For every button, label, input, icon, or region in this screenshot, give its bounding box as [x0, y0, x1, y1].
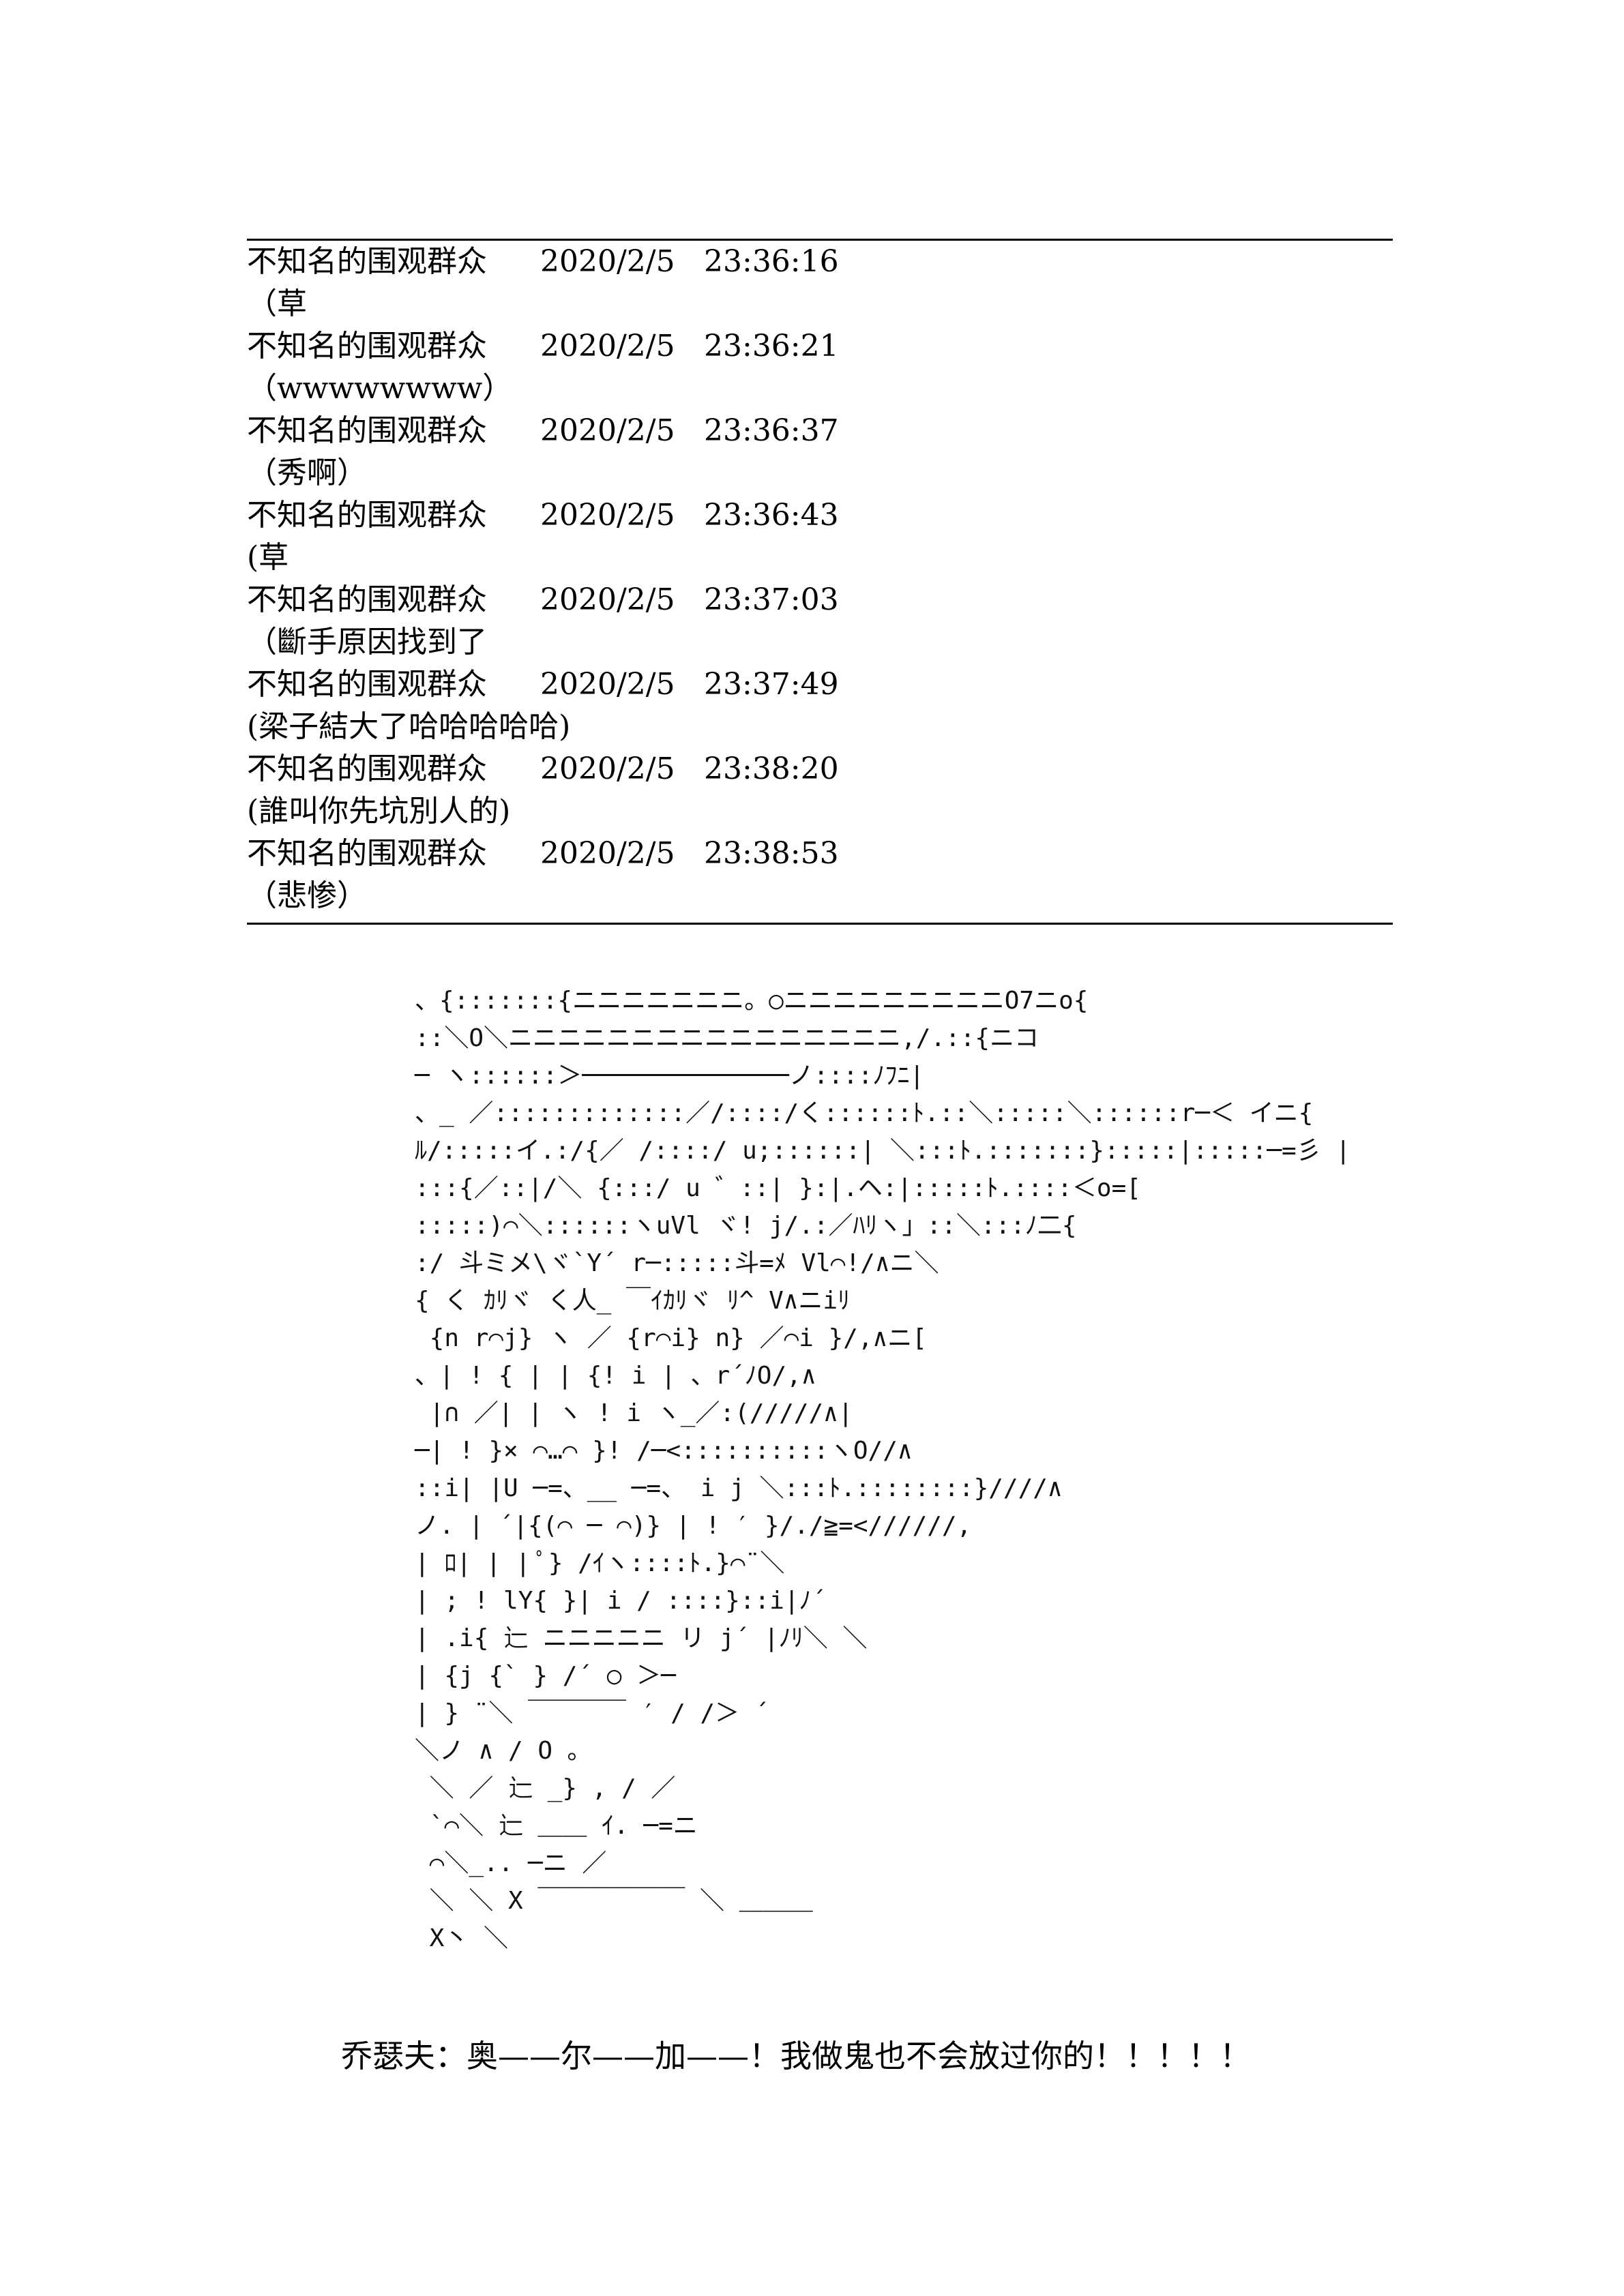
- message-time: 23:36:21: [704, 329, 839, 363]
- caption: 乔瑟夫：奥——尔——加——！我做鬼也不会放过你的！！！！！: [341, 2038, 1251, 2074]
- message-date: 2020/2/5: [540, 329, 675, 363]
- message-text: (誰叫你先坑別人的): [247, 794, 511, 829]
- author-name: 不知名的围观群众: [247, 329, 487, 363]
- author-name: 不知名的围观群众: [247, 836, 487, 871]
- chat-message: 不知名的围观群众 2020/2/5 23:36:21 （wwwwwwww）: [247, 325, 1393, 410]
- message-time: 23:37:03: [704, 582, 839, 617]
- message-text: (草: [247, 540, 289, 575]
- message-text: (梁子結大了哈哈哈哈哈): [247, 709, 571, 744]
- message-header: 不知名的围观群众 2020/2/5 23:38:53: [247, 833, 1393, 875]
- message-time: 23:37:49: [704, 667, 839, 702]
- message-date: 2020/2/5: [540, 498, 675, 533]
- message-date: 2020/2/5: [540, 413, 675, 448]
- author-name: 不知名的围观群众: [247, 413, 487, 448]
- message-text: （草: [247, 286, 307, 321]
- message-header: 不知名的围观群众 2020/2/5 23:36:37: [247, 410, 1393, 452]
- chat-message: 不知名的围观群众 2020/2/5 23:37:03 （斷手原因找到了: [247, 579, 1393, 664]
- message-text: （wwwwwwww）: [247, 371, 513, 406]
- message-header: 不知名的围观群众 2020/2/5 23:36:21: [247, 325, 1393, 368]
- message-text: （斷手原因找到了: [247, 625, 487, 659]
- author-name: 不知名的围观群众: [247, 244, 487, 279]
- message-header: 不知名的围观群众 2020/2/5 23:36:16: [247, 241, 1393, 283]
- chat-message: 不知名的围观群众 2020/2/5 23:36:37 （秀啊）: [247, 410, 1393, 494]
- author-name: 不知名的围观群众: [247, 498, 487, 533]
- author-name: 不知名的围观群众: [247, 667, 487, 702]
- chat-message: 不知名的围观群众 2020/2/5 23:36:16 （草: [247, 241, 1393, 325]
- message-text: （悲惨）: [247, 878, 367, 913]
- author-name: 不知名的围观群众: [247, 751, 487, 786]
- message-time: 23:38:53: [704, 836, 839, 871]
- message-time: 23:36:43: [704, 498, 839, 533]
- message-date: 2020/2/5: [540, 751, 675, 786]
- message-date: 2020/2/5: [540, 836, 675, 871]
- message-header: 不知名的围观群众 2020/2/5 23:37:49: [247, 664, 1393, 706]
- message-date: 2020/2/5: [540, 667, 675, 702]
- message-text: （秀啊）: [247, 456, 367, 490]
- ascii-art-figure: 、{:::::::{ニニニニニニニ。○ニニニニニニニニニO7ニo{ ::＼O＼ニ…: [415, 982, 1351, 2018]
- chat-message: 不知名的围观群众 2020/2/5 23:38:20 (誰叫你先坑別人的): [247, 748, 1393, 833]
- message-date: 2020/2/5: [540, 582, 675, 617]
- message-header: 不知名的围观群众 2020/2/5 23:37:03: [247, 579, 1393, 621]
- message-header: 不知名的围观群众 2020/2/5 23:36:43: [247, 494, 1393, 537]
- chat-message: 不知名的围观群众 2020/2/5 23:36:43 (草: [247, 494, 1393, 579]
- message-date: 2020/2/5: [540, 244, 675, 279]
- message-time: 23:36:16: [704, 244, 839, 279]
- chat-message: 不知名的围观群众 2020/2/5 23:37:49 (梁子結大了哈哈哈哈哈): [247, 664, 1393, 748]
- author-name: 不知名的围观群众: [247, 582, 487, 617]
- ascii-art: 、{:::::::{ニニニニニニニ。○ニニニニニニニニニO7ニo{ ::＼O＼ニ…: [415, 987, 1351, 1952]
- message-header: 不知名的围观群众 2020/2/5 23:38:20: [247, 748, 1393, 790]
- message-time: 23:36:37: [704, 413, 839, 448]
- message-time: 23:38:20: [704, 751, 839, 786]
- chat-message: 不知名的围观群众 2020/2/5 23:38:53 （悲惨）: [247, 833, 1393, 917]
